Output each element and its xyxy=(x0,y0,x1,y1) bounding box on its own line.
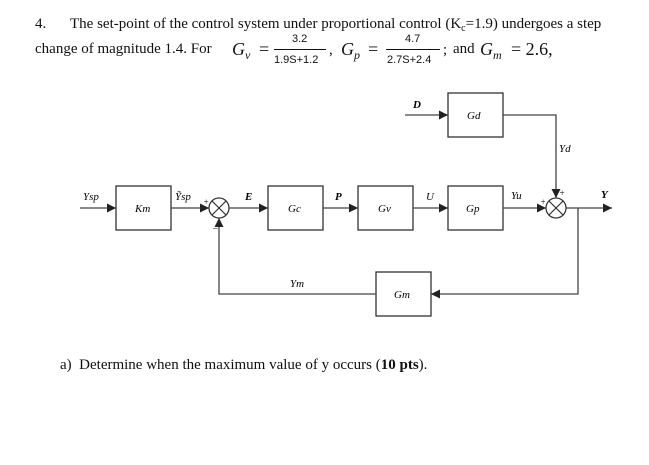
ym-label: Ym xyxy=(290,278,304,290)
p-label: P xyxy=(335,191,342,203)
gv-fraction-bar xyxy=(274,49,326,50)
gv-denominator: 1.9S+1.2 xyxy=(274,54,319,66)
gp-symbol: Gp xyxy=(341,39,360,62)
gm-symbol: Gm xyxy=(480,39,502,62)
gp-denominator: 2.7S+2.4 xyxy=(387,54,432,66)
question-end: ). xyxy=(418,357,428,373)
ym-feedback-line xyxy=(214,218,376,295)
problem-number: 4. xyxy=(35,16,47,32)
gm-subscript: m xyxy=(493,48,502,62)
gv-equals: = xyxy=(259,39,270,59)
gp-label: Gp xyxy=(466,203,480,215)
sum2-plus-sign-left: + xyxy=(540,197,546,207)
gm-value: = 2.6, xyxy=(511,39,553,59)
gm-label: Gm xyxy=(394,289,410,301)
question-points: 10 pts xyxy=(380,357,419,373)
yd-line xyxy=(503,114,561,198)
gv-numerator: 3.2 xyxy=(292,33,308,45)
d-label: D xyxy=(412,99,421,111)
sum1-plus-sign: + xyxy=(203,197,209,207)
gp-numerator: 4.7 xyxy=(405,33,421,45)
yu-label: Yu xyxy=(511,190,522,202)
gc-label: Gc xyxy=(288,203,301,215)
ysp-tilde-label: Ỹsp xyxy=(175,191,191,203)
gp-fraction-bar xyxy=(386,49,440,50)
question-text: Determine when the maximum value of y oc… xyxy=(79,357,381,373)
problem-line-1-text: The set-point of the control system unde… xyxy=(70,16,462,32)
gv-separator: , xyxy=(329,42,333,58)
gp-separator: ; xyxy=(443,42,448,58)
and-text: and xyxy=(453,41,475,57)
gv-subscript: v xyxy=(245,48,251,62)
km-label: Km xyxy=(134,203,150,215)
gd-label: Gd xyxy=(467,110,481,122)
feedback-right-line xyxy=(431,208,579,299)
y-label: Y xyxy=(601,189,609,201)
question-a: a) Determine when the maximum value of y… xyxy=(60,358,427,373)
problem-line-1-end: =1.9) undergoes a step xyxy=(465,16,602,32)
u-label: U xyxy=(426,191,435,203)
kc-subscript: c xyxy=(461,23,466,34)
summing-junction-2 xyxy=(545,197,567,219)
summing-junction-1 xyxy=(208,197,230,219)
gp-equals: = xyxy=(368,39,379,59)
yd-label: Yd xyxy=(559,143,571,155)
sum2-plus-sign-top: + xyxy=(559,188,565,198)
problem-line-1: The set-point of the control system unde… xyxy=(70,17,601,34)
gv-symbol: Gv xyxy=(232,39,251,62)
question-label: a) xyxy=(60,357,72,373)
gv-label: Gv xyxy=(378,203,391,215)
gp-subscript: p xyxy=(354,48,360,62)
ysp-label: Ysp xyxy=(83,191,99,203)
sum1-minus-sign: − xyxy=(212,224,219,235)
gm-block xyxy=(375,271,432,317)
e-label: E xyxy=(244,191,252,203)
problem-line-2-start: change of magnitude 1.4. For xyxy=(35,41,212,57)
